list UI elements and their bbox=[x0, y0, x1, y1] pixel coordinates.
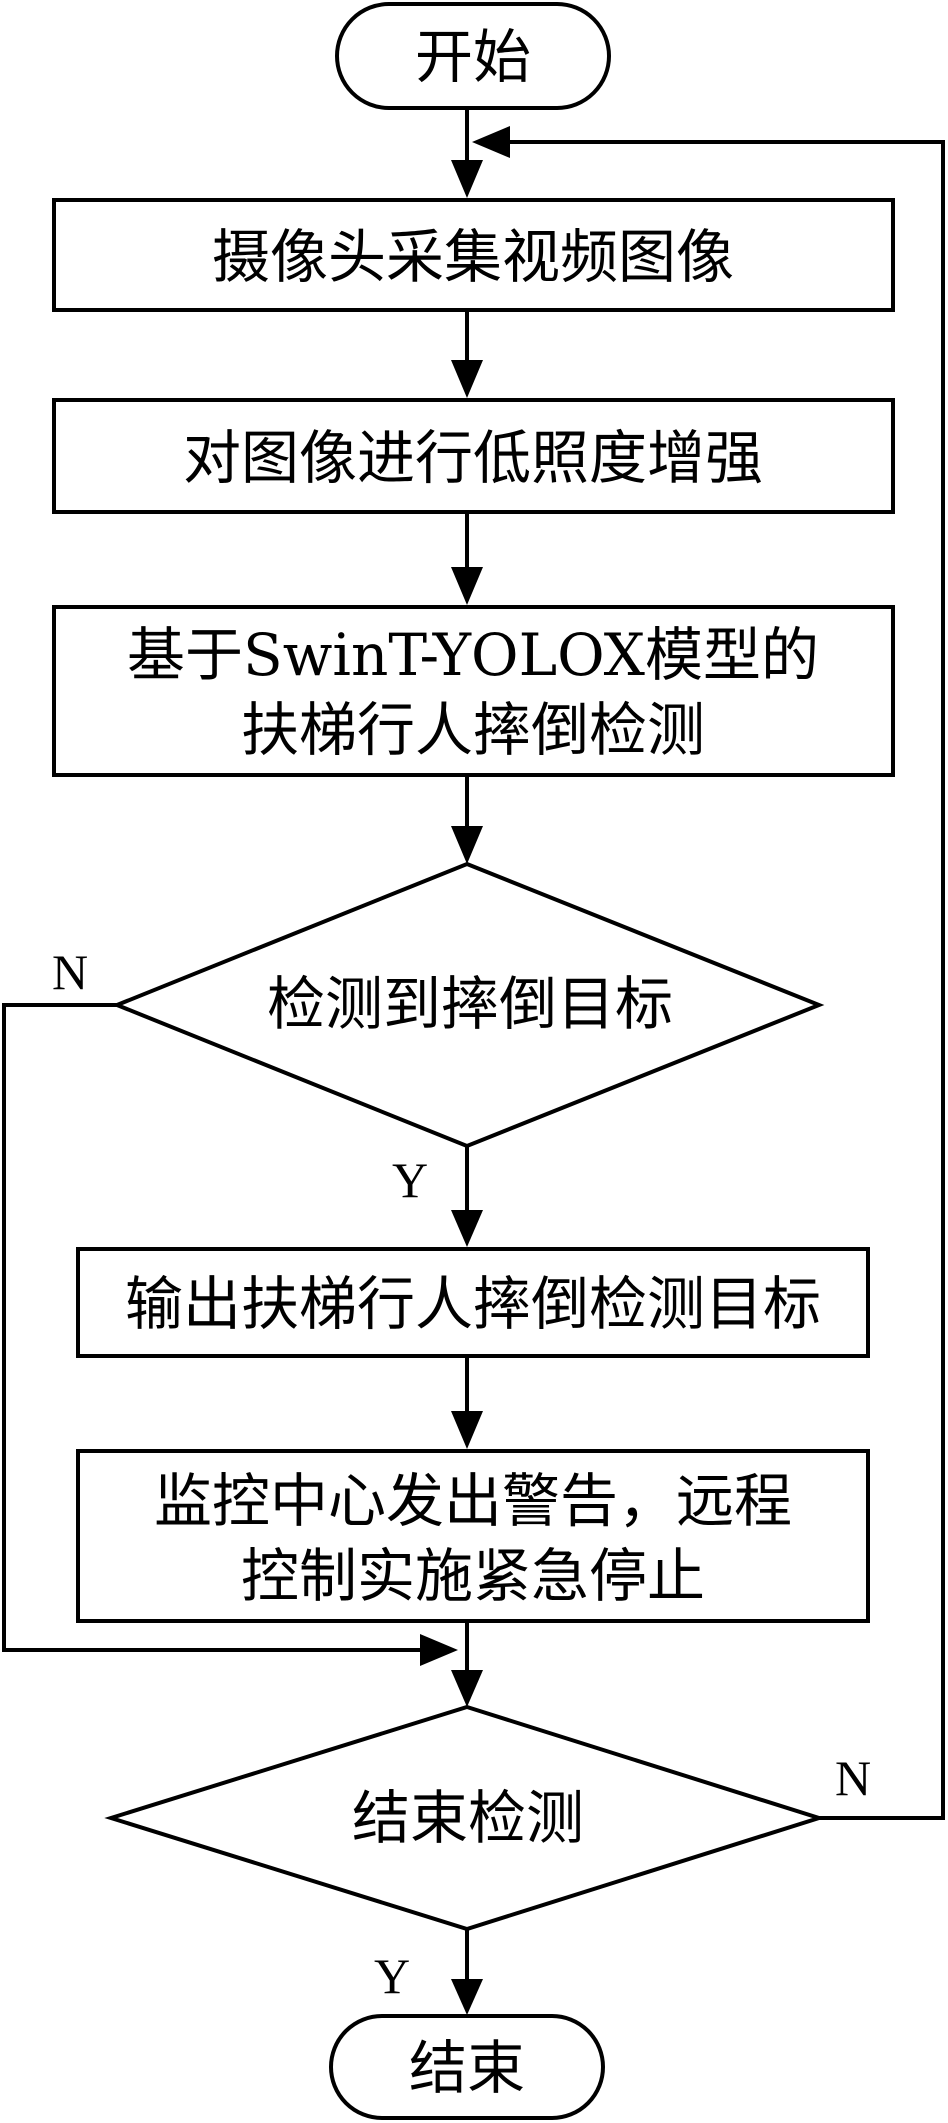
output-label: 输出扶梯行人摔倒检测目标 bbox=[125, 1270, 821, 1338]
enhance-node: 对图像进行低照度增强 bbox=[52, 398, 895, 514]
decision-fall-label: 检测到摔倒目标 bbox=[267, 970, 673, 1038]
arrow-alarm-to-decision-end bbox=[451, 1621, 483, 1707]
arrow-start-to-capture bbox=[451, 108, 483, 198]
alarm-label-line1: 监控中心发出警告，远程 bbox=[154, 1467, 792, 1535]
arrow-detect-to-decision bbox=[451, 775, 483, 864]
arrow-capture-to-enhance bbox=[451, 310, 483, 398]
enhance-label: 对图像进行低照度增强 bbox=[183, 424, 763, 492]
arrow-output-to-alarm bbox=[451, 1356, 483, 1449]
alarm-label-line2: 控制实施紧急停止 bbox=[241, 1542, 705, 1610]
decision-fall-no-label: N bbox=[52, 944, 88, 1000]
start-label: 开始 bbox=[415, 23, 531, 91]
detect-label-line2: 扶梯行人摔倒检测 bbox=[241, 696, 705, 764]
end-label: 结束 bbox=[409, 2034, 525, 2102]
arrow-decision-end-no-loop bbox=[472, 126, 945, 1820]
decision-fall-yes-label: Y bbox=[392, 1152, 428, 1208]
capture-node: 摄像头采集视频图像 bbox=[52, 198, 895, 312]
start-node: 开始 bbox=[335, 2, 611, 110]
arrow-decision-no-loop bbox=[2, 1003, 458, 1666]
decision-fall-node: 检测到摔倒目标 bbox=[111, 861, 825, 1149]
capture-label: 摄像头采集视频图像 bbox=[212, 223, 734, 291]
decision-end-node: 结束检测 bbox=[104, 1704, 826, 1932]
arrow-decision-end-yes-to-end bbox=[451, 1929, 483, 2015]
alarm-node: 监控中心发出警告，远程 控制实施紧急停止 bbox=[76, 1449, 870, 1623]
detect-label-line1: 基于SwinT-YOLOX模型的 bbox=[127, 621, 819, 689]
end-node: 结束 bbox=[329, 2014, 605, 2120]
output-node: 输出扶梯行人摔倒检测目标 bbox=[76, 1247, 870, 1358]
arrow-enhance-to-detect bbox=[451, 512, 483, 605]
detect-node: 基于SwinT-YOLOX模型的 扶梯行人摔倒检测 bbox=[52, 605, 895, 777]
arrow-decision-yes-to-output bbox=[451, 1146, 483, 1247]
decision-end-no-label: N bbox=[835, 1750, 871, 1806]
decision-end-label: 结束检测 bbox=[352, 1784, 584, 1852]
decision-end-yes-label: Y bbox=[374, 1948, 410, 2004]
